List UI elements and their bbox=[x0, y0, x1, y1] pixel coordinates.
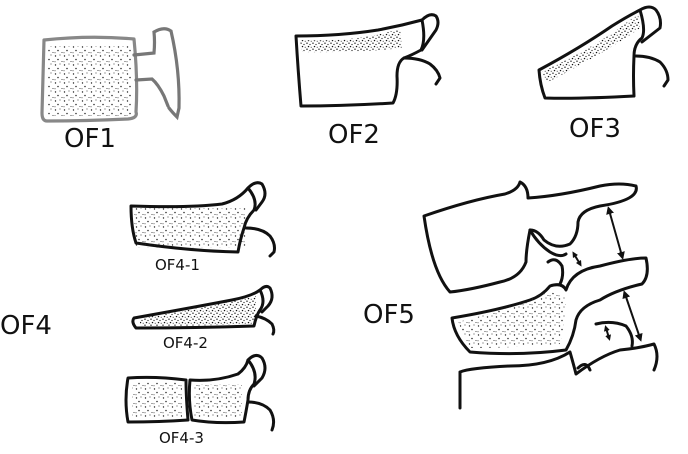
label-of5: OF5 bbox=[363, 300, 415, 330]
label-of1: OF1 bbox=[64, 124, 116, 154]
label-of4-1: OF4-1 bbox=[155, 256, 200, 274]
of4-3-vertebra-drawing bbox=[124, 353, 276, 432]
label-of4-3: OF4-3 bbox=[159, 429, 204, 447]
of4-1-vertebra-drawing bbox=[129, 181, 276, 258]
of3-vertebra-drawing bbox=[537, 5, 670, 100]
label-of3: OF3 bbox=[569, 114, 621, 144]
of4-2-vertebra-drawing bbox=[131, 284, 276, 336]
label-of4-2: OF4-2 bbox=[163, 334, 208, 352]
label-of2: OF2 bbox=[328, 120, 380, 150]
of2-vertebra-drawing bbox=[294, 13, 442, 108]
of5-vertebra-drawing bbox=[422, 180, 659, 410]
of1-vertebra-drawing bbox=[40, 27, 181, 123]
label-of4: OF4 bbox=[0, 311, 52, 341]
